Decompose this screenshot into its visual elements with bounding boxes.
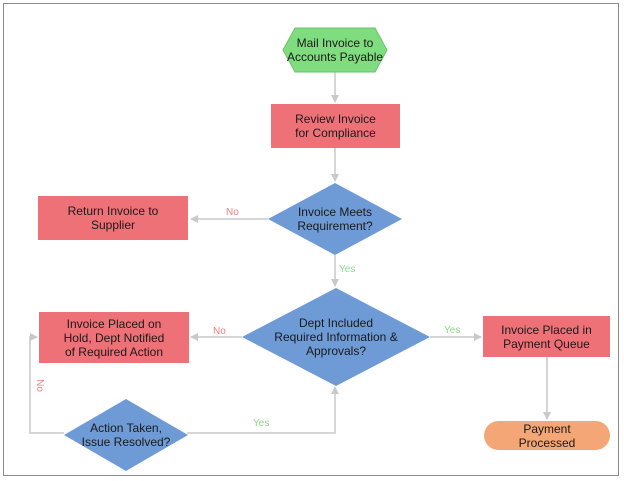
decision-node-dept-included (242, 288, 430, 386)
decision-node-meets-requirement (268, 183, 402, 255)
edge-label-dept-yes: Yes (444, 325, 461, 336)
process-node-payment-queue (483, 316, 610, 357)
connector-action-to-hold (29, 333, 64, 434)
process-node-review-invoice (271, 104, 400, 148)
start-node-mail-invoice (282, 27, 388, 73)
process-node-return-invoice (38, 196, 188, 240)
terminal-node-payment-processed (484, 421, 610, 450)
edge-label-action-no: No (33, 379, 45, 392)
decision-node-action-taken (64, 399, 188, 471)
connector-action-to-dept (187, 386, 339, 434)
edge-label-dept-no: No (213, 326, 226, 337)
process-node-invoice-hold (39, 312, 189, 363)
edge-label-meets-no: No (226, 207, 239, 218)
edge-label-action-yes: Yes (253, 418, 270, 429)
edge-label-meets-yes: Yes (339, 264, 356, 275)
